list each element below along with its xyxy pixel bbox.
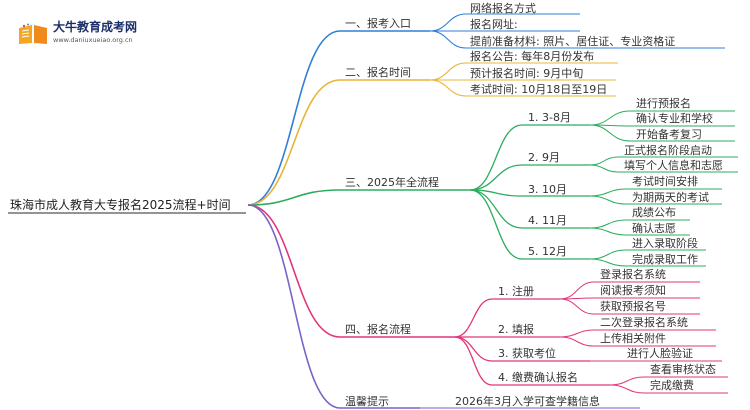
stage-5-item-2: 完成录取工作 bbox=[632, 253, 698, 266]
branch-entry: 一、报考入口 bbox=[345, 17, 411, 30]
link-root-b5 bbox=[247, 204, 341, 409]
branch-time: 二、报名时间 bbox=[345, 66, 411, 79]
stage-1: 1. 3-8月 bbox=[528, 111, 571, 124]
step-seat-item-1: 进行人脸验证 bbox=[627, 347, 693, 360]
link-b3-item bbox=[589, 195, 627, 205]
root-topic: 珠海市成人教育大专报名2025流程+时间 bbox=[10, 198, 231, 212]
link-b4-item bbox=[559, 298, 595, 315]
stage-5: 5. 12月 bbox=[528, 245, 567, 258]
link-b2-leaf bbox=[429, 62, 467, 81]
step-fill: 2. 填报 bbox=[498, 323, 534, 336]
step-payment-item-1: 查看审核状态 bbox=[650, 363, 716, 376]
leaf-entry-1: 网络报名方式 bbox=[470, 2, 536, 15]
stage-2-item-2: 填写个人信息和志愿 bbox=[624, 159, 723, 172]
link-b3-item bbox=[589, 249, 627, 260]
branch-tips: 温馨提示 bbox=[345, 395, 389, 408]
link-b4-step bbox=[454, 336, 493, 362]
step-register: 1. 注册 bbox=[498, 285, 534, 298]
link-b4-item bbox=[559, 329, 595, 338]
leaf-time-1: 报名公告: 每年8月份发布 bbox=[470, 50, 595, 63]
link-b3-item bbox=[589, 188, 627, 197]
stage-3-item-1: 考试时间安排 bbox=[632, 175, 698, 188]
step-seat: 3. 获取考位 bbox=[498, 347, 556, 360]
link-b3-item bbox=[589, 258, 627, 267]
link-b3-stage bbox=[469, 164, 523, 191]
stage-3-item-2: 为期两天的考试 bbox=[632, 191, 709, 204]
stage-2: 2. 9月 bbox=[528, 151, 560, 164]
link-root-b1 bbox=[247, 30, 341, 206]
stage-4-item-2: 确认志愿 bbox=[632, 222, 676, 235]
stage-1-item-1: 进行预报名 bbox=[636, 97, 691, 110]
leaf-entry-2: 报名网址: bbox=[470, 18, 518, 31]
stage-4-item-1: 成绩公布 bbox=[632, 206, 676, 219]
step-fill-item-1: 二次登录报名系统 bbox=[600, 316, 688, 329]
stage-3: 3. 10月 bbox=[528, 183, 567, 196]
link-b3-item bbox=[589, 110, 631, 126]
logo-url: www.daniuxueiao.org.cn bbox=[53, 36, 133, 44]
stage-4: 4. 11月 bbox=[528, 214, 567, 227]
link-b4-step bbox=[454, 298, 493, 338]
leaf-time-2: 预计报名时间: 9月中旬 bbox=[470, 67, 584, 80]
step-register-item-2: 阅读报考须知 bbox=[600, 284, 666, 297]
stage-1-item-3: 开始备考复习 bbox=[636, 128, 702, 141]
book-logo-icon bbox=[19, 23, 47, 44]
link-b3-item bbox=[589, 164, 619, 173]
branch-2025-process: 三、2025年全流程 bbox=[345, 176, 439, 189]
logo-name: 大牛教育成考网 bbox=[53, 20, 138, 34]
stage-2-item-1: 正式报名阶段启动 bbox=[624, 144, 712, 157]
link-b3-stage bbox=[469, 189, 523, 260]
leaf-time-3: 考试时间: 10月18日至19日 bbox=[470, 83, 608, 96]
link-b2-leaf bbox=[429, 79, 467, 97]
link-b3-item bbox=[589, 227, 627, 236]
link-root-b4 bbox=[247, 204, 341, 338]
link-b4-step bbox=[454, 336, 493, 386]
tips-item-1: 2026年3月入学可查学籍信息 bbox=[455, 395, 600, 408]
link-b4-item bbox=[609, 376, 645, 386]
stage-1-item-2: 确认专业和学校 bbox=[636, 112, 713, 125]
link-b3-item bbox=[589, 219, 627, 229]
step-fill-item-2: 上传相关附件 bbox=[600, 332, 666, 345]
link-b3-item bbox=[589, 156, 619, 166]
site-logo[interactable]: 大牛教育成考网 www.daniuxueiao.org.cn bbox=[16, 20, 148, 48]
stage-5-item-1: 进入录取阶段 bbox=[632, 237, 698, 250]
link-root-b2 bbox=[247, 79, 341, 206]
link-b4-item bbox=[609, 384, 645, 394]
link-b4-item bbox=[559, 336, 595, 347]
link-b4-item bbox=[559, 281, 595, 300]
step-payment: 4. 缴费确认报名 bbox=[498, 371, 578, 384]
branch-registration-flow: 四、报名流程 bbox=[345, 323, 411, 336]
link-b1-leaf bbox=[429, 13, 467, 32]
leaf-entry-3: 提前准备材料: 照片、居住证、专业资格证 bbox=[470, 35, 676, 48]
step-register-item-1: 登录报名系统 bbox=[600, 268, 666, 281]
link-b3-item bbox=[589, 124, 631, 142]
link-b3-stage bbox=[469, 124, 523, 191]
link-root-b3 bbox=[247, 189, 341, 206]
step-payment-item-2: 完成缴费 bbox=[650, 379, 694, 392]
link-b1-leaf bbox=[429, 30, 467, 49]
step-register-item-3: 获取预报名号 bbox=[600, 300, 666, 313]
link-b3-stage bbox=[469, 189, 523, 229]
